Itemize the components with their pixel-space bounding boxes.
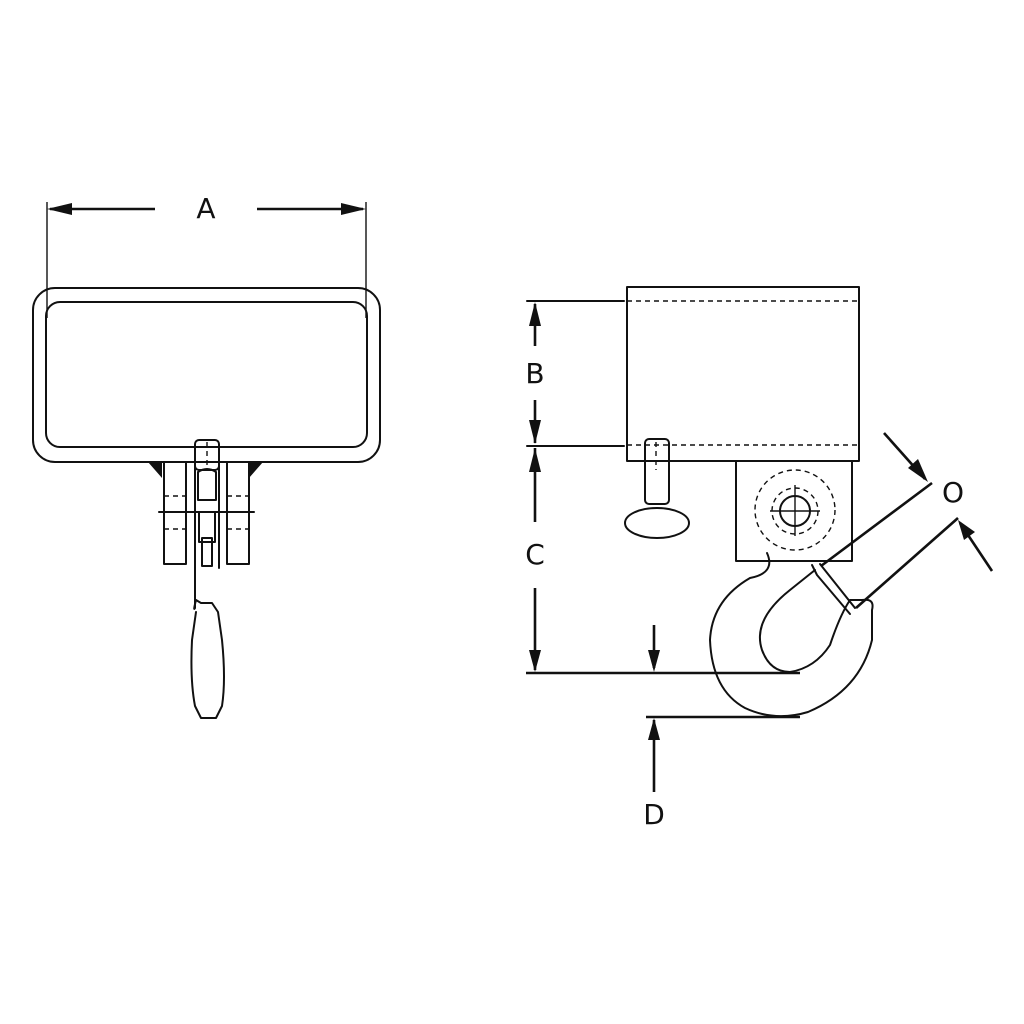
- dimension-label-o: O: [941, 476, 965, 509]
- dimension-d: [646, 625, 800, 792]
- hook-front: [190, 567, 225, 719]
- dimension-label-c: C: [525, 538, 545, 571]
- housing-inner: [45, 301, 368, 448]
- dimension-a: [46, 202, 367, 318]
- weld-left: [148, 462, 162, 478]
- side-housing: [626, 286, 860, 462]
- housing-outer: [32, 287, 381, 463]
- dimension-label-d: D: [643, 798, 665, 831]
- hook-side: [709, 552, 874, 718]
- dimension-c: [529, 448, 541, 672]
- wing-knob: [624, 507, 690, 539]
- swivel-block: [735, 460, 853, 562]
- arrow-left-icon: [47, 203, 72, 215]
- dimension-b: [529, 302, 541, 444]
- weld-right: [249, 462, 263, 478]
- dimension-label-b: B: [525, 357, 545, 390]
- safety-latch: [811, 563, 856, 615]
- dimension-o: [820, 432, 994, 609]
- arrow-right-icon: [341, 203, 366, 215]
- front-view: [32, 202, 381, 719]
- side-view: [526, 286, 994, 792]
- side-bolt: [644, 438, 670, 505]
- dimension-label-a: A: [196, 192, 216, 225]
